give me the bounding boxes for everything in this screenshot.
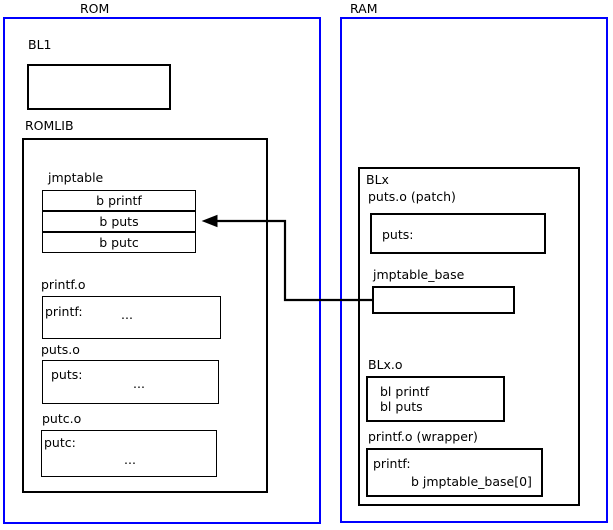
rom-putc-o-box: putc: ... xyxy=(41,430,217,477)
blx-label: BLx xyxy=(366,172,389,187)
rom-puts-body: ... xyxy=(133,376,145,391)
wrapper-box: printf: b jmptable_base[0] xyxy=(366,448,543,497)
blx-o-label: BLx.o xyxy=(368,357,403,372)
rom-putc-body: ... xyxy=(124,452,136,467)
bl1-label: BL1 xyxy=(28,37,52,52)
jmptable-entry-b-printf: b printf xyxy=(42,190,196,211)
rom-putc-o-label: putc.o xyxy=(42,411,82,426)
rom-printf-symbol: printf: xyxy=(45,304,83,319)
blx-o-line-bl-printf: bl printf xyxy=(380,384,430,399)
rom-puts-o-label: puts.o xyxy=(41,342,80,357)
wrapper-instruction: b jmptable_base[0] xyxy=(411,474,532,489)
jmptable-entry-b-puts: b puts xyxy=(42,211,196,232)
rom-putc-symbol: putc: xyxy=(44,435,76,450)
romlib-label: ROMLIB xyxy=(25,118,74,133)
jmptable-entry-b-putc: b putc xyxy=(42,232,196,253)
rom-region-label: ROM xyxy=(80,1,110,16)
rom-puts-o-box: puts: ... xyxy=(42,360,219,404)
blx-o-line-bl-puts: bl puts xyxy=(380,399,423,414)
bl1-box xyxy=(27,64,171,110)
jmptable-label: jmptable xyxy=(48,170,104,185)
blx-patch-label: puts.o (patch) xyxy=(368,189,456,204)
blx-patch-box: puts: xyxy=(370,213,546,254)
rom-printf-o-box: printf: ... xyxy=(42,296,221,339)
blx-o-box: bl printf bl puts xyxy=(366,376,505,422)
jmptable-base-label: jmptable_base xyxy=(373,267,465,282)
ram-region-label: RAM xyxy=(350,1,378,16)
wrapper-symbol: printf: xyxy=(373,456,411,471)
rom-printf-body: ... xyxy=(121,307,133,322)
blx-patch-symbol: puts: xyxy=(382,227,414,242)
rom-printf-o-label: printf.o xyxy=(41,277,86,292)
rom-puts-symbol: puts: xyxy=(51,367,83,382)
wrapper-label: printf.o (wrapper) xyxy=(368,429,478,444)
jmptable-base-box xyxy=(372,286,515,314)
